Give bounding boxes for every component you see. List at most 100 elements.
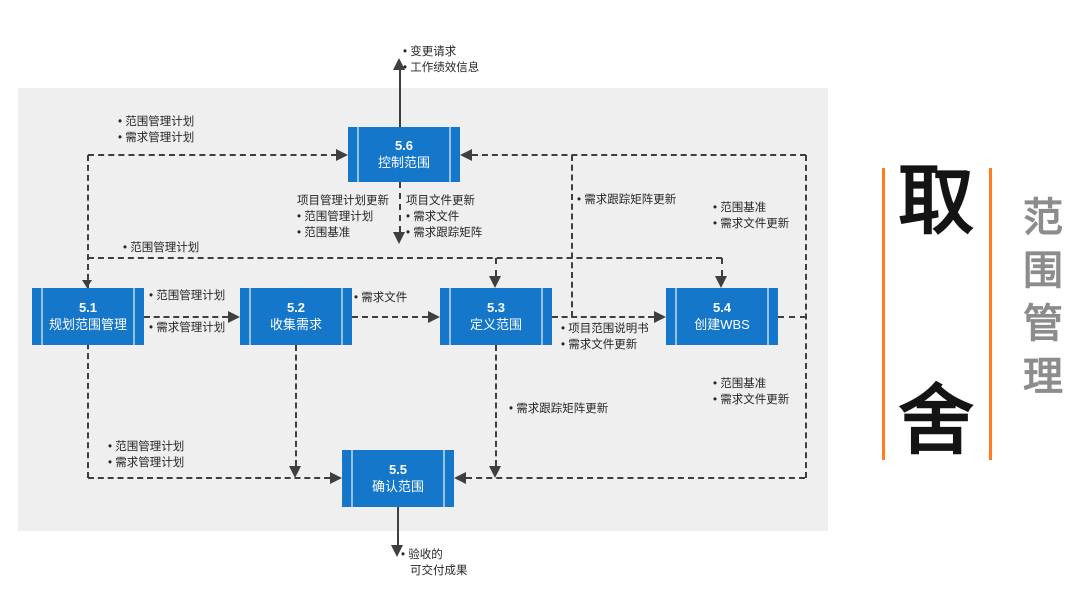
process-name: 确认范围 [371,478,424,494]
arrowhead-into-56-left [336,149,348,161]
box-stripe [449,288,451,345]
label-line: • 需求管理计划 [118,132,195,145]
flow-line-to-56-left [88,154,337,156]
box-stripe [443,450,445,507]
flow-line-scope-plan-horizontal [88,257,722,259]
process-name: 规划范围管理 [48,316,127,332]
label-line: • 需求文件更新 [713,218,790,231]
label-line: • 项目范围说明书 [561,323,649,335]
label-plan-51-52-a: • 范围管理计划 [149,288,225,304]
process-box-5-5: 5.5 确认范围 [342,450,454,507]
box-stripe [351,450,353,507]
flow-line-to-56-right [472,154,806,156]
label-line: • 需求文件更新 [561,339,638,352]
label-line: • 需求跟踪矩阵更新 [577,194,677,206]
vertical-title-char: 理 [1023,355,1063,399]
label-line: 项目文件更新 [406,195,475,207]
box-stripe [341,288,343,345]
title-char-top: 取 [898,159,974,244]
label-line: 可交付成果 [410,565,468,578]
process-box-5-2: 5.2 收集需求 [240,288,352,345]
box-stripe [133,288,135,345]
label-doc-updates: 项目文件更新 • 需求文件 • 需求跟踪矩阵 [406,193,482,241]
label-line: • 范围管理计划 [297,211,374,224]
process-box-5-6: 5.6 控制范围 [348,127,460,182]
label-line: • 需求文件 [354,292,408,304]
arrowhead-into-51-top [82,280,92,288]
vertical-title-scope-management: 范 围 管 理 [1016,198,1070,397]
label-scope-plan-mid: • 范围管理计划 [123,240,199,256]
label-line: • 需求管理计划 [108,457,185,470]
arrow-56-to-outside-line [399,70,401,127]
box-stripe [541,288,543,345]
label-deliverables: • 验收的 可交付成果 [401,547,468,579]
flow-line-53-down-to-55 [495,345,497,466]
title-char-bottom: 舍 [898,379,974,464]
arrowhead-into-54-left [654,311,666,323]
orange-rule-right [989,168,992,460]
arrowhead-into-55-left [330,472,342,484]
title-tradeoff: 取 舍 [884,164,988,460]
label-line: • 范围管理计划 [149,290,226,302]
orange-rule-left [882,168,885,460]
arrowhead-56-outputs-down [393,232,405,244]
flow-line-52-to-53 [352,316,428,318]
flow-line-52-down-to-55 [295,345,297,466]
flow-stub-54-right [778,316,806,318]
flow-line-53-to-54 [552,316,654,318]
label-line: • 范围管理计划 [123,242,200,254]
label-req-docs: • 需求文件 [354,290,407,306]
process-number: 5.1 [78,300,98,316]
box-stripe [675,288,677,345]
flow-line-53-up-to-56 [571,155,573,317]
vertical-title-char: 管 [1023,302,1063,346]
box-stripe [449,127,451,182]
flow-line-54-right-vertical [805,155,807,478]
label-baseline-bottom: • 范围基准 • 需求文件更新 [713,376,789,408]
label-line: • 需求跟踪矩阵 [406,227,483,240]
label-plan-51-52-b: • 需求管理计划 [149,320,225,336]
process-number: 5.5 [388,462,408,478]
process-number: 5.2 [286,300,306,316]
arrowhead-53-down [489,466,501,478]
label-line: • 范围基准 [297,227,351,240]
flow-stub-into-53-top [495,258,497,276]
arrowhead-into-56-right [460,149,472,161]
label-plans-to-55: • 范围管理计划 • 需求管理计划 [108,439,184,471]
label-line: • 范围管理计划 [108,441,185,453]
arrowhead-into-55-right [454,472,466,484]
vertical-title-char: 范 [1023,196,1063,240]
label-line: • 需求文件 [406,211,460,224]
label-line: • 需求文件更新 [713,394,790,407]
process-box-5-1: 5.1 规划范围管理 [32,288,144,345]
label-line: • 需求跟踪矩阵更新 [509,403,609,415]
label-line: • 范围基准 [713,378,767,390]
arrowhead-52-down [289,466,301,478]
label-scope-statement: • 项目范围说明书 • 需求文件更新 [561,321,649,353]
label-line: • 验收的 [401,549,443,561]
label-change-requests: • 变更请求 • 工作绩效信息 [403,44,479,76]
label-line: • 工作绩效信息 [403,62,480,75]
process-name: 控制范围 [377,154,430,170]
process-number: 5.6 [394,138,414,154]
label-rtm-update-top: • 需求跟踪矩阵更新 [577,192,676,208]
label-plans-to-56: • 范围管理计划 • 需求管理计划 [118,114,194,146]
flow-line-56-outputs-down [399,182,401,232]
label-line: 项目管理计划更新 [297,195,389,207]
label-line: • 变更请求 [403,46,457,58]
process-name: 创建WBS [694,316,750,332]
arrowhead-into-54-top [715,276,727,288]
box-stripe [357,127,359,182]
vertical-title-char: 围 [1023,249,1063,293]
box-stripe [249,288,251,345]
arrowhead-into-53-left [428,311,440,323]
box-stripe [767,288,769,345]
flow-stub-into-54-top [721,258,723,276]
arrowhead-56-up [393,58,405,70]
flow-line-to-55-right [466,477,805,479]
label-baseline-top: • 范围基准 • 需求文件更新 [713,200,789,232]
arrowhead-into-52-left [228,311,240,323]
box-stripe [41,288,43,345]
process-number: 5.3 [486,300,506,316]
